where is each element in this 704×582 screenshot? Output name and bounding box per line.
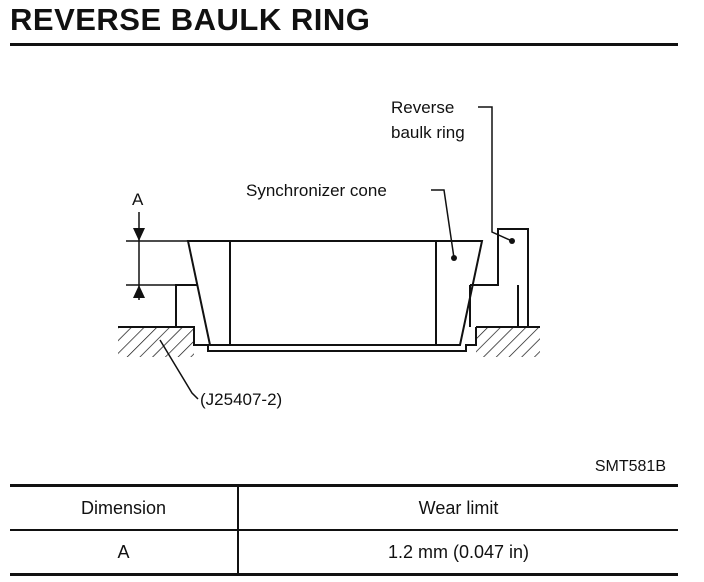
synchronizer-cone-leader — [431, 189, 455, 259]
cell-dimension: A — [10, 530, 239, 575]
title-underline — [10, 43, 678, 46]
tool-base-right — [476, 326, 540, 357]
baulk-ring-measurement-diagram: A Reverse baulk ring Synchronizer cone (… — [118, 98, 540, 409]
header-dimension: Dimension — [10, 485, 239, 530]
table-header-row: Dimension Wear limit — [10, 485, 678, 530]
figure-code: SMT581B — [594, 458, 666, 475]
synchronizer-cone-outline — [186, 240, 484, 346]
left-step-block — [175, 284, 198, 327]
dimension-a-label: A — [132, 190, 144, 209]
tool-base-left — [118, 326, 194, 357]
reverse-baulk-ring-label-line1: Reverse — [391, 98, 454, 117]
cell-wear-limit: 1.2 mm (0.047 in) — [387, 541, 530, 562]
dimension-a-indicator — [126, 212, 188, 300]
tool-leader — [159, 339, 199, 400]
wear-limit-table: Dimension Wear limit A 1.2 mm (0.047 in) — [10, 484, 678, 576]
reverse-baulk-ring-label-line2: baulk ring — [391, 123, 465, 142]
page-title: REVERSE BAULK RING — [10, 2, 371, 37]
synchronizer-cone-label: Synchronizer cone — [246, 181, 387, 200]
table-row: A 1.2 mm (0.047 in) — [10, 530, 678, 575]
tool-base-profile — [176, 326, 477, 352]
header-wear-limit: Wear limit — [418, 497, 499, 518]
baulk-ring-leader — [478, 106, 513, 242]
tool-number-label: (J25407-2) — [200, 390, 282, 409]
reverse-baulk-ring — [470, 228, 529, 328]
